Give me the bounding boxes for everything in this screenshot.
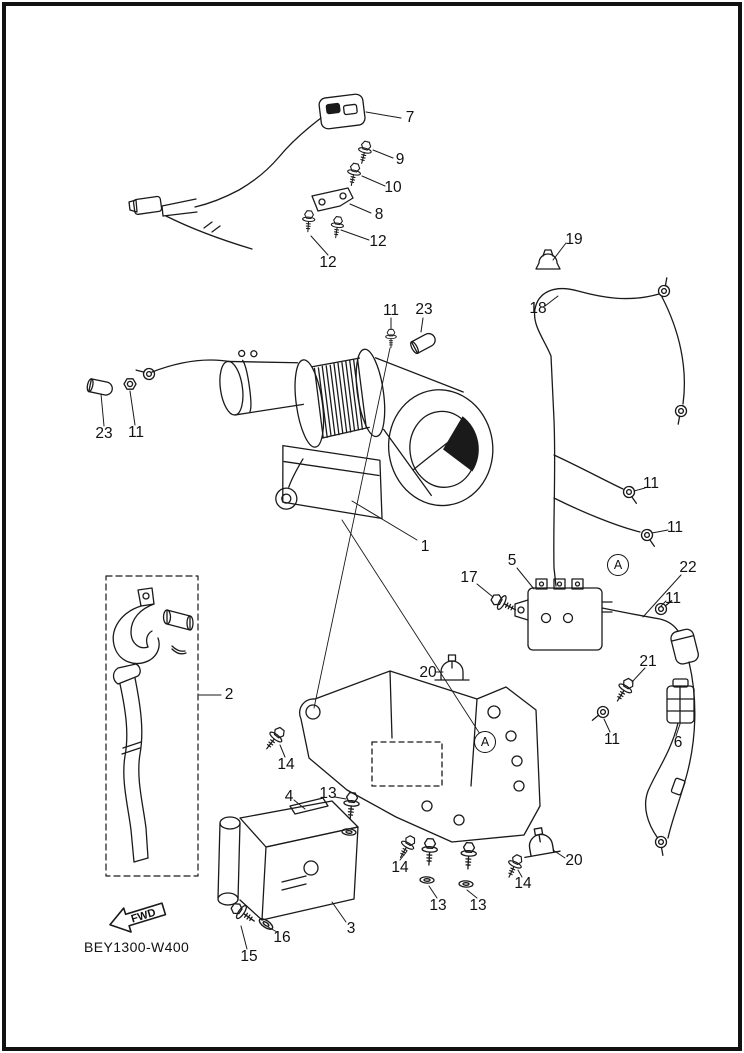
hook-assembly xyxy=(105,575,199,877)
part-number-callout: 13 xyxy=(319,785,337,802)
part-number-callout: 11 xyxy=(382,302,400,319)
assembly-reference-mark: A xyxy=(607,554,629,576)
part-number-callout: 20 xyxy=(419,664,437,681)
part-number-callout: 22 xyxy=(679,559,697,576)
part-number-callout: 9 xyxy=(395,151,405,168)
part-number-callout: 20 xyxy=(565,852,583,869)
part-number-callout: 14 xyxy=(391,859,409,876)
part-number-callout: 10 xyxy=(384,179,402,196)
part-number-callout: 13 xyxy=(469,897,487,914)
part-number-callout: 19 xyxy=(565,231,583,248)
connector-6 xyxy=(644,678,695,856)
part-number-callout: 6 xyxy=(673,734,683,751)
part-number-callout: 13 xyxy=(429,897,447,914)
part-number-callout: 23 xyxy=(95,425,113,442)
diagram-code: BEY1300-W400 xyxy=(84,939,190,955)
part-number-callout: 14 xyxy=(277,756,295,773)
part-number-callout: 11 xyxy=(664,590,682,607)
part-number-callout: 23 xyxy=(415,301,433,318)
part-number-callout: 17 xyxy=(460,569,478,586)
part-number-callout: 5 xyxy=(507,552,517,569)
part-number-callout: 11 xyxy=(603,731,621,748)
part-number-callout: 1 xyxy=(420,538,430,555)
cable-clamp-19 xyxy=(535,249,561,270)
mounting-bracket xyxy=(298,670,541,843)
part-number-callout: 16 xyxy=(273,929,291,946)
part-number-callout: 11 xyxy=(642,475,660,492)
switch-bracket-fasteners xyxy=(301,139,374,240)
part-number-callout: 11 xyxy=(666,519,684,536)
part-number-callout: 12 xyxy=(319,254,337,271)
part-number-callout: 8 xyxy=(374,206,384,223)
part-number-callout: 21 xyxy=(639,653,657,670)
battery-cable-18 xyxy=(533,277,692,587)
winch-assembly xyxy=(219,348,494,520)
motor-lead-cable xyxy=(85,359,233,397)
part-number-callout: 2 xyxy=(224,686,234,703)
part-number-callout: 12 xyxy=(369,233,387,250)
part-number-callout: 4 xyxy=(284,788,294,805)
assembly-reference-mark: A xyxy=(474,731,496,753)
leader-lines xyxy=(100,111,682,950)
winch-mount-plate xyxy=(217,800,359,921)
part-number-callout: 15 xyxy=(240,948,258,965)
remote-control xyxy=(128,93,366,250)
plate-4 xyxy=(289,797,329,815)
part-number-callout: 7 xyxy=(405,109,415,126)
part-number-callout: 11 xyxy=(127,424,145,441)
part-number-callout: 3 xyxy=(346,920,356,937)
part-number-callout: 18 xyxy=(529,300,547,317)
part-number-callout: 14 xyxy=(514,875,532,892)
